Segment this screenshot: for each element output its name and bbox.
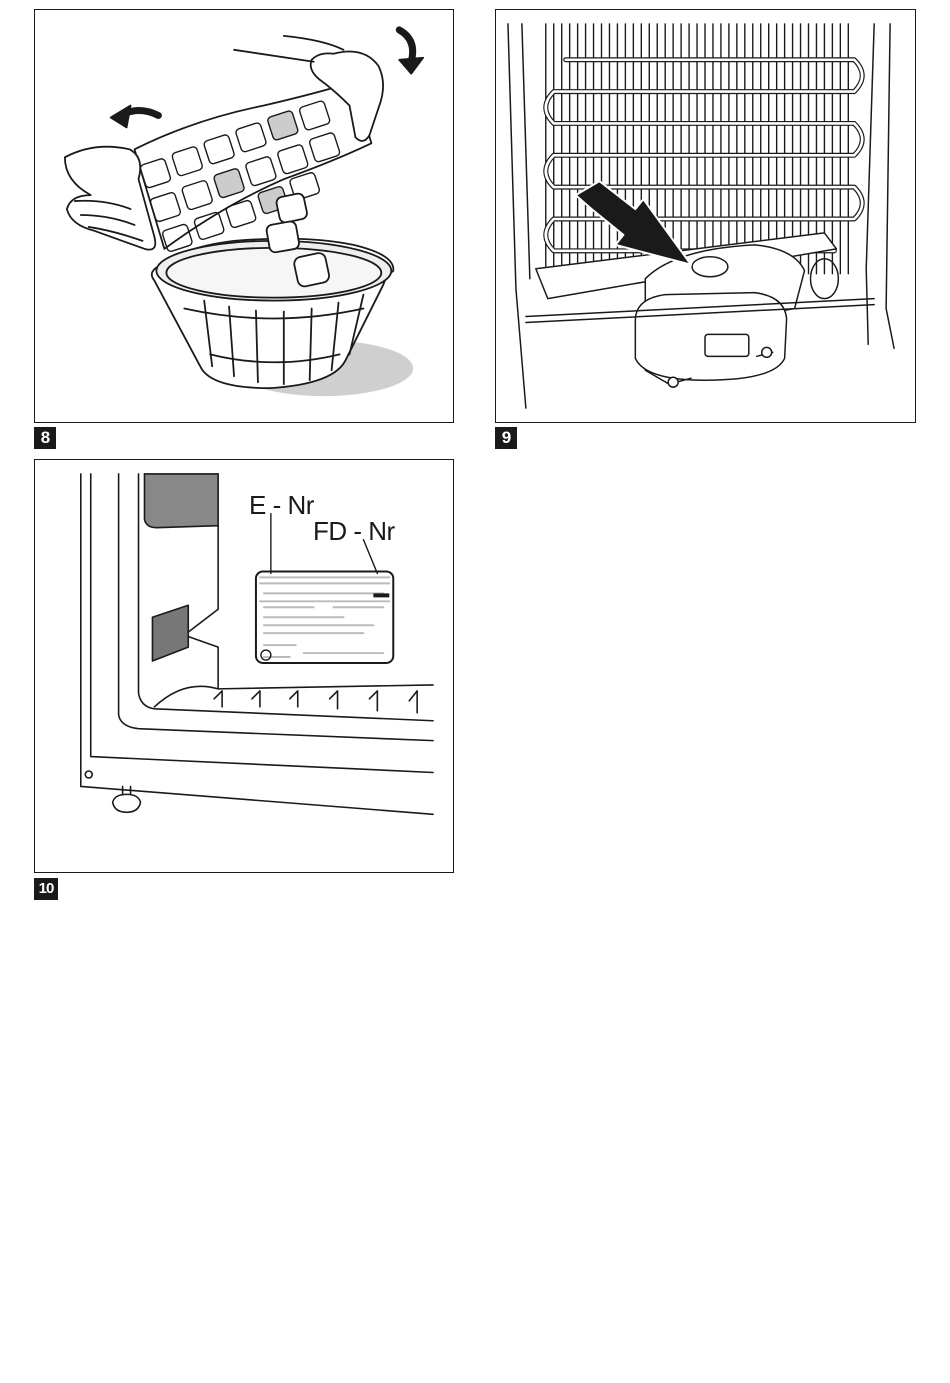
- figure-number-8: 8: [34, 427, 56, 449]
- figure-number-10: 10: [34, 878, 58, 900]
- figure-10-panel: E - Nr FD - Nr: [34, 459, 454, 873]
- figure-8-panel: [34, 9, 454, 423]
- e-nr-callout: E - Nr: [249, 490, 314, 521]
- condenser-compressor-illustration: [496, 10, 915, 422]
- figure-number-9: 9: [495, 427, 517, 449]
- fd-nr-callout: FD - Nr: [313, 516, 395, 547]
- figure-9-panel: [495, 9, 916, 423]
- ice-tray-illustration: [35, 10, 453, 422]
